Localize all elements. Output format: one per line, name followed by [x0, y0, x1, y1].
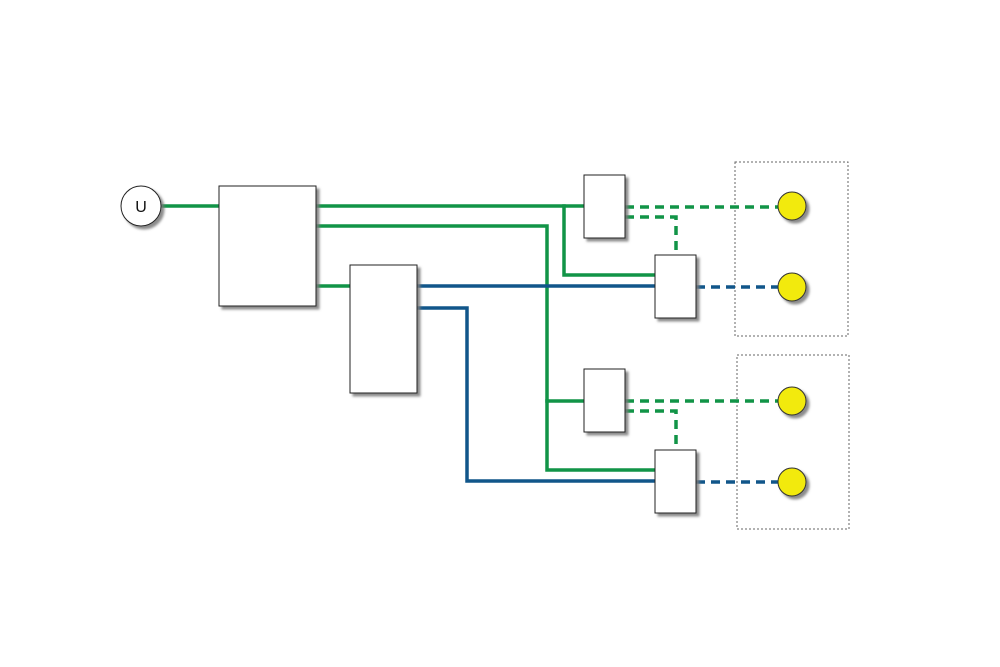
lamp-4 [777, 467, 807, 497]
switch-block-b [654, 254, 697, 319]
blue-dashed-wires [696, 285, 779, 484]
lamp-group-frame-lower [736, 354, 850, 530]
switch-block-d [654, 449, 697, 514]
switch-block-a [583, 174, 626, 239]
dash-switch-c-to-switch-d [625, 409, 678, 450]
green-dashed-wires [625, 205, 779, 450]
secondary-block [349, 264, 418, 394]
dash-switch-a-to-switch-b [625, 215, 678, 255]
lamp-3 [777, 386, 807, 416]
wire-branch-to-switch-b [562, 204, 657, 277]
wire-main-to-lower-bus [314, 224, 657, 472]
lamp-group-frame-upper [734, 161, 849, 337]
source-label: U [135, 199, 147, 216]
wire-secondary-to-switch-d [415, 306, 657, 483]
main-block [218, 185, 317, 307]
lamp-2 [777, 272, 807, 302]
switch-block-c [583, 368, 626, 433]
source-circle [120, 185, 162, 227]
blue-wires [415, 284, 657, 483]
green-wires [160, 204, 657, 472]
lamp-1 [777, 191, 807, 221]
